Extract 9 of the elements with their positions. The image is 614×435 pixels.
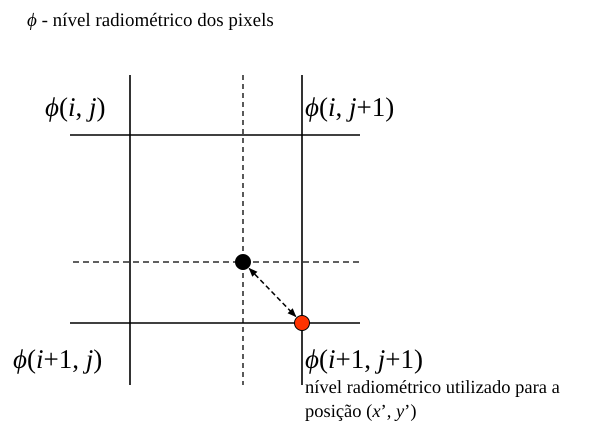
pixel-value-label: ϕ(i+1, j+1) [305, 344, 423, 375]
note-text: nível radiométrico utilizado para a posição (x’, y’) [305, 377, 561, 424]
diagram-title: ϕ - nível radiométrico dos pixels [27, 10, 274, 32]
pixel-value-label: ϕ(i, j+1) [305, 92, 394, 123]
pixel-value-label: ϕ(i, j) [45, 92, 106, 123]
double-arrow [248, 268, 296, 318]
interpolation-point [235, 254, 251, 270]
pixel-value-label: ϕ(i+1, j) [13, 344, 102, 375]
nearest-pixel-point [294, 315, 310, 331]
